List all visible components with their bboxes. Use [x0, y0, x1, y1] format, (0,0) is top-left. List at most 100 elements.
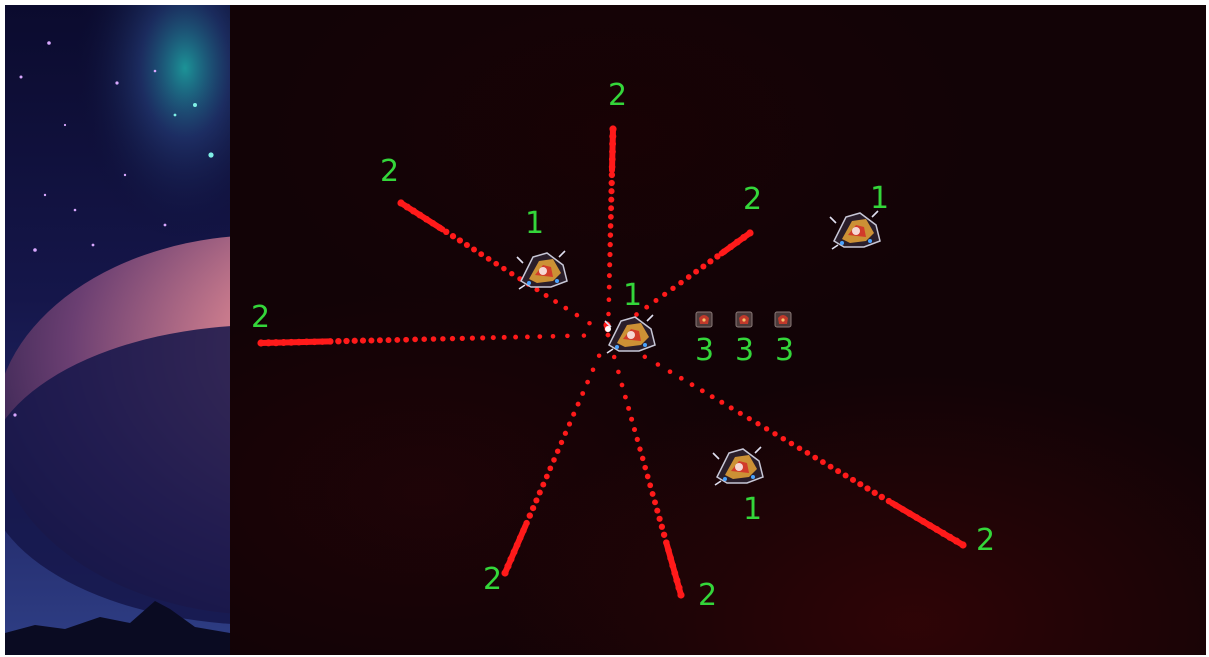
projectile-dot [485, 256, 492, 262]
projectile-tip [502, 522, 529, 576]
projectile-dot [581, 333, 587, 338]
projectile-trail [397, 199, 611, 338]
projectile-dot [780, 435, 787, 442]
enemy-label: 1 [870, 181, 889, 216]
projectile-trail [605, 229, 754, 338]
projectile-dot [563, 305, 569, 311]
projectile-dot [385, 337, 392, 344]
projectile-dot [608, 196, 615, 203]
arena-entities [516, 210, 881, 486]
projectile-dot [359, 337, 367, 344]
projectile-dot [812, 454, 819, 461]
player-ship-icon[interactable] [605, 326, 611, 332]
projectile-dot [755, 421, 761, 427]
space-planet-illustration [5, 5, 230, 655]
trail-label: 2 [608, 78, 627, 113]
projectile-dot [493, 260, 500, 267]
projectile-dot [835, 468, 842, 475]
projectile-dot [763, 426, 770, 432]
projectile-dot [478, 251, 485, 258]
enemy-ship-icon[interactable] [712, 446, 764, 486]
projectile-dot [670, 285, 676, 291]
projectile-dot [558, 439, 565, 446]
projectile-dot [616, 369, 621, 375]
projectile-dot [611, 354, 617, 360]
projectile-dot [513, 334, 519, 340]
projectile-dot [788, 440, 795, 447]
projectile-dot [606, 273, 612, 279]
projectile-dot [699, 388, 705, 394]
projectile-dot [842, 472, 849, 479]
enemy-ship-icon[interactable] [829, 210, 881, 250]
projectile-dot [430, 336, 437, 342]
projectile-dot [878, 493, 885, 501]
projectile-dot [639, 455, 646, 462]
projectile-dot [647, 482, 654, 489]
projectile-dot [566, 421, 573, 427]
projectile-dot [737, 410, 743, 416]
projectile-dot [605, 332, 611, 338]
trail-label: 2 [698, 578, 717, 613]
projectile-trail [605, 332, 967, 549]
projectile-dot [619, 382, 625, 388]
projectile-dot [626, 405, 632, 411]
projectile-dot [608, 214, 614, 220]
projectile-dot [678, 279, 684, 286]
chest-icon[interactable] [735, 311, 753, 328]
projectile-dot [827, 463, 834, 470]
projectile-dot [587, 320, 592, 326]
chest-icon[interactable] [695, 311, 713, 328]
projectile-dot [709, 394, 715, 400]
projectile-dot [606, 311, 611, 317]
projectile-tip [609, 126, 616, 174]
projectile-dot [796, 445, 803, 452]
projectile-dot [622, 394, 628, 400]
projectile-dot [547, 465, 554, 472]
projectile-trails [257, 125, 967, 599]
projectile-dot [607, 262, 613, 268]
trail-label: 2 [976, 523, 995, 558]
projectile-dot [606, 297, 612, 303]
projectile-dot [608, 205, 615, 212]
projectile-tip [889, 500, 966, 548]
projectile-dot [394, 336, 401, 343]
pickup-label: 3 [735, 333, 754, 368]
chest-icon[interactable] [774, 311, 792, 328]
projectile-dot [585, 379, 590, 385]
trail-label: 2 [743, 182, 762, 217]
projectile-dot [456, 237, 463, 244]
projectile-dot [653, 297, 659, 304]
pickup-label: 3 [695, 333, 714, 368]
projectile-dot [864, 485, 871, 492]
projectile-dot [571, 411, 577, 417]
projectile-dot [554, 448, 561, 454]
trail-label: 2 [380, 154, 399, 189]
projectile-dot [543, 473, 550, 480]
projectile-dot [660, 531, 668, 538]
projectile-dot [819, 459, 826, 466]
projectile-dot [685, 274, 692, 280]
projectile-dot [449, 233, 457, 240]
projectile-dot [540, 481, 547, 488]
projectile-dot [368, 337, 375, 344]
projectile-dot [607, 241, 613, 248]
enemy-ship-icon[interactable] [604, 314, 656, 354]
projectile-dot [608, 188, 615, 195]
projectile-dot [629, 416, 635, 422]
projectile-tip [663, 540, 684, 598]
projectile-dot [693, 268, 700, 275]
projectile-dot [719, 399, 725, 405]
projectile-dot [459, 335, 465, 342]
projectile-dot [654, 507, 661, 514]
projectile-tip [398, 200, 446, 233]
projectile-dot [634, 312, 639, 317]
enemy-ship-icon[interactable] [516, 250, 568, 290]
projectile-dot [543, 293, 549, 298]
projectile-tip [718, 230, 753, 257]
projectile-dot [678, 375, 684, 381]
projectile-trail [605, 332, 685, 599]
projectile-dot [469, 335, 475, 341]
pickup-label: 3 [775, 333, 794, 368]
